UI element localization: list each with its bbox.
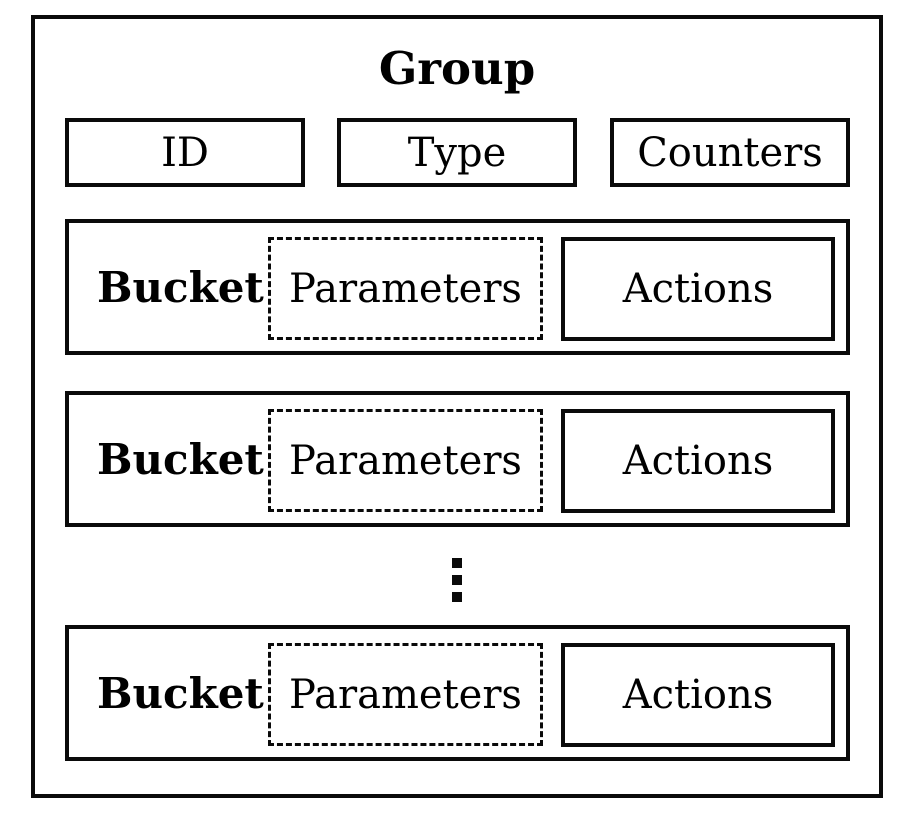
actions-label: Actions	[622, 438, 774, 484]
vertical-ellipsis-icon	[35, 558, 879, 602]
parameters-label: Parameters	[289, 265, 522, 312]
actions-box: Actions	[561, 643, 835, 747]
parameters-box: Parameters	[268, 409, 543, 512]
ellipsis-dot	[452, 592, 462, 602]
group-container: Group ID Type Counters Bucket Parameters…	[31, 15, 883, 798]
id-field-box: ID	[65, 118, 305, 187]
bucket-label: Bucket	[97, 395, 264, 523]
ellipsis-dot	[452, 575, 462, 585]
bucket-label: Bucket	[97, 223, 264, 351]
ellipsis-dot	[452, 558, 462, 568]
bucket-row: Bucket Parameters Actions	[65, 391, 850, 527]
bucket-label-text: Bucket	[97, 668, 264, 718]
actions-label: Actions	[622, 266, 774, 312]
bucket-label: Bucket	[97, 629, 264, 757]
parameters-box: Parameters	[268, 643, 543, 746]
counters-field-box: Counters	[610, 118, 850, 187]
bucket-row: Bucket Parameters Actions	[65, 219, 850, 355]
type-field-label: Type	[407, 129, 507, 176]
actions-label: Actions	[622, 672, 774, 718]
group-title: Group	[378, 42, 536, 95]
counters-field-label: Counters	[637, 129, 823, 176]
parameters-box: Parameters	[268, 237, 543, 340]
bucket-row: Bucket Parameters Actions	[65, 625, 850, 761]
bucket-label-text: Bucket	[97, 262, 264, 312]
actions-box: Actions	[561, 237, 835, 341]
type-field-box: Type	[337, 118, 577, 187]
actions-box: Actions	[561, 409, 835, 513]
id-field-label: ID	[161, 129, 209, 176]
bucket-label-text: Bucket	[97, 434, 264, 484]
parameters-label: Parameters	[289, 437, 522, 484]
parameters-label: Parameters	[289, 671, 522, 718]
